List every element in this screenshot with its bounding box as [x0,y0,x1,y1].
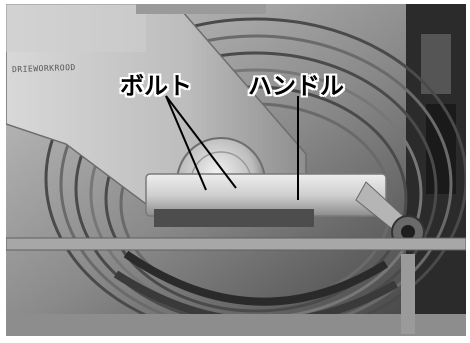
handle-label: ハンドル [248,72,344,100]
handle-knob-hole [401,225,415,239]
hose-reel-photo [6,4,466,336]
bolt-leader-lines [165,95,237,191]
frame-bar [6,237,466,251]
handle-base [154,209,314,227]
plate-upper [6,4,146,52]
bottom-frame [6,314,466,336]
frame-post [401,254,415,334]
bolt-label: ボルト [120,72,192,100]
top-pipe [136,4,266,14]
